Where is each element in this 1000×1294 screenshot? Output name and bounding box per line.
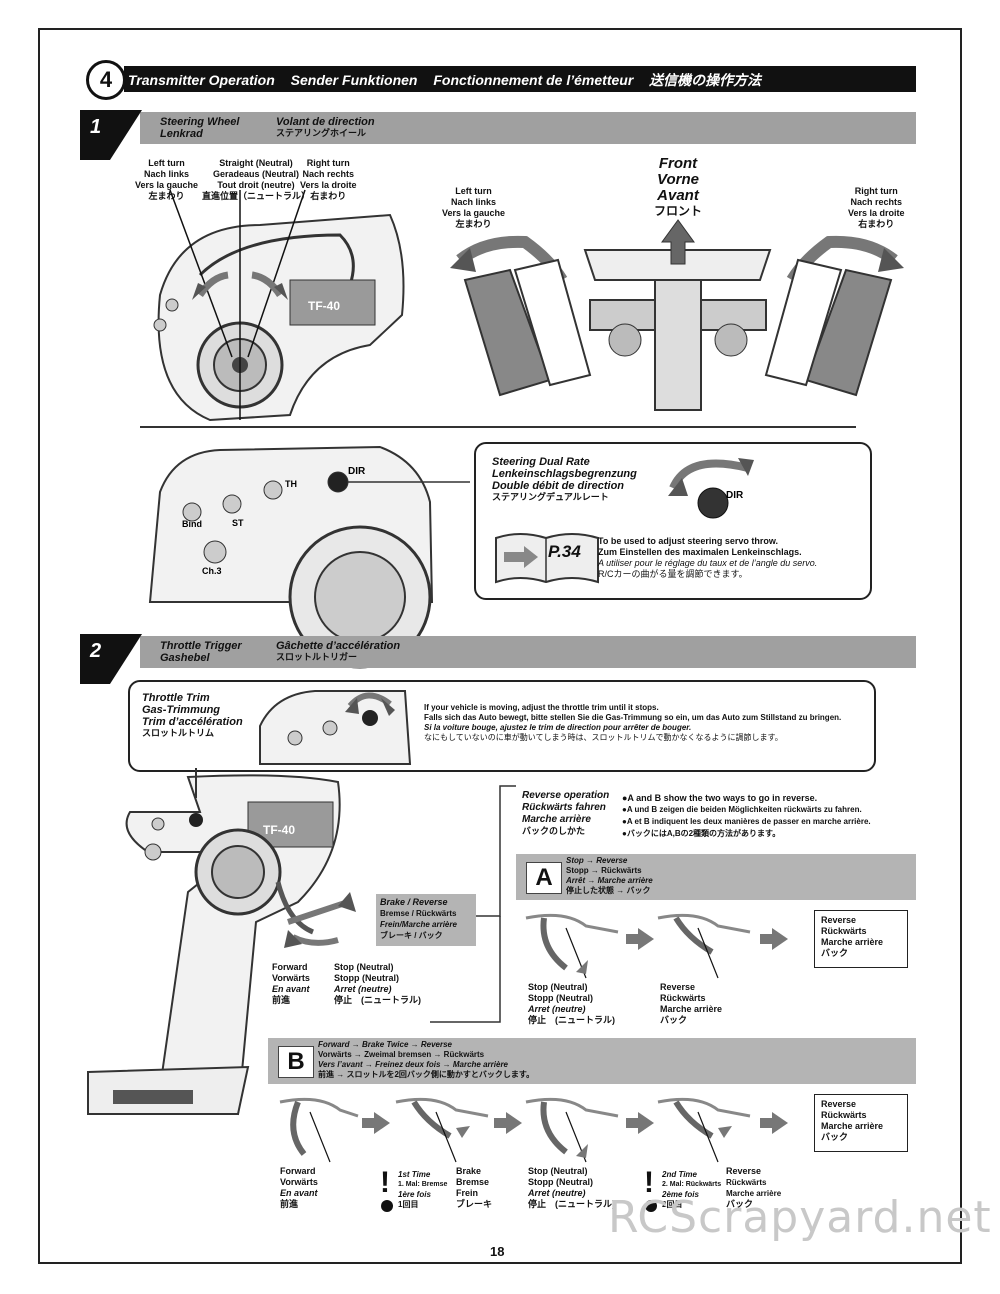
throttle-trim-title: Throttle Trim Gas-Trimmung Trim d’accélé… xyxy=(142,692,243,738)
method-b-second-label: 2nd Time 2. Mal: Rückwärts 2ème fois 2回目 xyxy=(662,1170,722,1209)
throttle-trim-callout xyxy=(128,680,876,772)
method-b-trigger-stop xyxy=(525,1097,619,1163)
step2-bar xyxy=(140,636,916,668)
title-de: Sender Funktionen xyxy=(290,72,418,88)
section-number: 4 xyxy=(86,60,126,100)
method-b-trigger-forward xyxy=(279,1097,359,1163)
step1-title-en: Steering Wheel xyxy=(160,116,240,128)
throttle-trim-desc: If your vehicle is moving, adjust the th… xyxy=(424,703,842,742)
svg-text:DIR: DIR xyxy=(726,490,744,501)
method-b-trigger-reverse xyxy=(657,1097,751,1163)
label-forward: Forward Vorwärts En avant 前進 xyxy=(272,962,310,1005)
title-jp: 送信機の操作方法 xyxy=(649,72,762,88)
step1-title-de: Lenkrad xyxy=(160,128,203,140)
method-a-desc: Stop → Reverse Stopp → Rückwärts Arrêt →… xyxy=(566,856,653,895)
method-a-reverse-label: Reverse Rückwärts Marche arrière バック xyxy=(660,982,723,1025)
page-ref: P.34 xyxy=(548,542,581,561)
second-time-warning-icon: ! xyxy=(644,1166,654,1199)
transmitter-steering-illustration: TF-40 xyxy=(153,189,405,422)
method-a-bar xyxy=(516,854,916,900)
step1-tab xyxy=(80,110,142,160)
dir-dial-icon: DIR xyxy=(668,458,754,519)
dual-rate-title: Steering Dual Rate Lenkeinschlagsbegrenz… xyxy=(492,456,637,502)
step2-number: 2 xyxy=(90,640,102,662)
label-dir: DIR xyxy=(348,466,366,477)
step2-title-en: Throttle Trigger xyxy=(160,640,242,652)
method-b-reverse-label: Reverse Rückwärts Marche arrière バック xyxy=(726,1166,782,1209)
section-title: Transmitter Operation Sender Funktionen … xyxy=(128,70,773,90)
label-th: TH xyxy=(285,479,297,489)
method-a-trigger-reverse xyxy=(657,913,751,979)
method-b-forward-label: Forward Vorwärts En avant 前進 xyxy=(280,1166,318,1209)
label-right-turn: Right turn Nach rechts Vers la droite 右ま… xyxy=(300,158,357,201)
car-label-right-turn: Right turn Nach rechts Vers la droite 右ま… xyxy=(848,186,905,229)
step1-bar xyxy=(140,112,916,144)
label-straight: Straight (Neutral) Geradeaus (Neutral) T… xyxy=(202,158,311,201)
second-time-dot-icon xyxy=(645,1200,657,1212)
trim-pointer-line xyxy=(195,768,197,798)
title-fr: Fonctionnement de l’émetteur xyxy=(433,72,634,88)
first-time-dot-icon xyxy=(381,1200,393,1212)
step2-title-fr: Gâchette d’accélération xyxy=(276,640,401,652)
reverse-operation-title: Reverse operation Rückwärts fahren March… xyxy=(522,790,610,836)
section-header-bar xyxy=(124,66,916,92)
svg-text:TF-40: TF-40 xyxy=(263,823,295,837)
car-front-illustration xyxy=(450,219,904,411)
label-front: Front Vorne Avant フロント xyxy=(654,155,703,219)
method-a-trigger-stop xyxy=(525,913,619,979)
step2-title-de: Gashebel xyxy=(160,652,210,664)
tx-model-label: TF-40 xyxy=(308,299,340,313)
dual-rate-desc: To be used to adjust steering servo thro… xyxy=(598,536,818,579)
method-a-letter: A xyxy=(526,862,562,894)
page-frame xyxy=(38,28,962,1264)
method-a-stop-label: Stop (Neutral) Stopp (Neutral) Arret (ne… xyxy=(528,982,615,1025)
reverse-operation-desc: ●A and B show the two ways to go in reve… xyxy=(622,793,871,838)
method-b-brake-label: Brake Bremse Frein ブレーキ xyxy=(456,1166,493,1209)
method-b-desc: Forward → Brake Twice → Reverse Vorwärts… xyxy=(318,1040,535,1079)
title-en: Transmitter Operation xyxy=(128,72,275,88)
step2-title-jp: スロットルトリガー xyxy=(276,652,358,662)
divider xyxy=(140,426,856,428)
method-a-result-box: Reverse Rückwärts Marche arrière バック xyxy=(814,910,908,968)
label-bind: Bind xyxy=(182,519,202,529)
method-b-result-box: Reverse Rückwärts Marche arrière バック xyxy=(814,1094,908,1152)
method-b-letter: B xyxy=(278,1046,314,1078)
book-icon xyxy=(495,533,599,584)
watermark: RCScrapyard.net xyxy=(608,1192,992,1243)
method-b-trigger-brake xyxy=(395,1097,489,1163)
first-time-warning-icon: ! xyxy=(380,1166,390,1199)
bracket-connector xyxy=(430,785,516,1023)
label-ch3: Ch.3 xyxy=(202,566,222,576)
transmitter-dial-closeup: DIR TH ST Bind Ch.3 xyxy=(148,445,470,669)
throttle-trim-closeup xyxy=(259,690,412,765)
step1-title-fr: Volant de direction xyxy=(276,116,375,128)
step1-number: 1 xyxy=(90,116,102,138)
transmitter-throttle-illustration: TF-40 xyxy=(87,774,356,1116)
page-number: 18 xyxy=(490,1244,505,1259)
car-label-left-turn: Left turn Nach links Vers la gauche 左まわり xyxy=(442,186,506,229)
label-st: ST xyxy=(232,518,244,528)
method-b-stop-label: Stop (Neutral) Stopp (Neutral) Arret (ne… xyxy=(528,1166,615,1209)
method-b-bar xyxy=(268,1038,916,1084)
step2-tab xyxy=(80,634,142,684)
step1-title-jp: ステアリングホイール xyxy=(276,128,367,138)
label-left-turn: Left turn Nach links Vers la gauche 左まわり xyxy=(135,158,199,201)
brake-reverse-label: Brake / Reverse Bremse / Rückwärts Frein… xyxy=(376,894,476,946)
method-b-first-label: 1st Time 1. Mal: Bremse 1ère fois 1回目 xyxy=(398,1170,448,1209)
label-stop-neutral: Stop (Neutral) Stopp (Neutral) Arret (ne… xyxy=(334,962,421,1005)
